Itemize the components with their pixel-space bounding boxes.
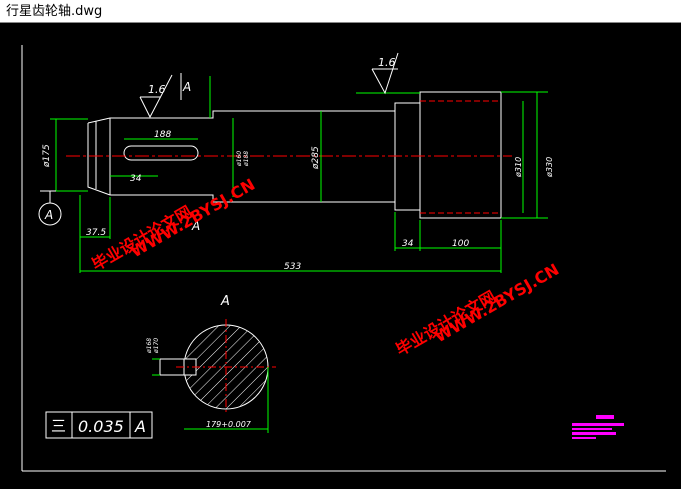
dim-tol-2: ø188 (243, 151, 250, 167)
dim-100: 100 (452, 239, 469, 249)
watermark-2-line2: WWW.2BYSJ.CN (431, 260, 562, 347)
dim-key-offset: 34 (130, 174, 142, 184)
dim-tol-1: ø160 (236, 151, 243, 167)
title-block (572, 415, 624, 439)
tolerance-datum: A (134, 417, 146, 436)
window-titlebar: 行星齿轮轴.dwg (0, 0, 681, 22)
dim-37-5: 37.5 (86, 228, 106, 238)
watermark-2: 毕业设计论文网 WWW.2BYSJ.CN (393, 260, 563, 360)
roughness-right (371, 52, 399, 95)
dim-d330: ø330 (545, 157, 554, 178)
view-label-a: A (191, 219, 200, 233)
cad-drawing: 1.6 A 1.6 188 34 ø175 ø285 ø160 ø188 ø31… (21, 45, 666, 472)
tolerance-value: 0.035 (78, 417, 124, 436)
dim-key-length: 188 (154, 130, 171, 140)
dimension-lines (50, 76, 548, 273)
dim-34: 34 (402, 239, 414, 249)
dim-diameter-175: ø175 (42, 144, 52, 168)
datum-circle-label: A (44, 208, 53, 222)
datum-top-label: A (182, 80, 191, 94)
drawing-canvas[interactable]: 1.6 A 1.6 188 34 ø175 ø285 ø160 ø188 ø31… (0, 22, 681, 484)
dim-main-diameter: ø285 (311, 146, 321, 170)
key-width-tol: 179+0.007 (206, 420, 252, 429)
tolerance-frame (45, 411, 153, 439)
frame-lines (21, 45, 666, 472)
roughness-left (139, 73, 182, 119)
roughness-right-value: 1.6 (378, 56, 396, 69)
section-dim-2: ø170 (153, 338, 160, 354)
window-title: 行星齿轮轴.dwg (6, 4, 103, 19)
roughness-left-value: 1.6 (148, 83, 166, 96)
section-label: A (220, 294, 230, 309)
section-dim-1: ø168 (146, 338, 153, 354)
watermark-1: 毕业设计论文网 WWW.2BYSJ.CN (89, 175, 259, 275)
datum-marker (38, 190, 62, 226)
watermark-1-line2: WWW.2BYSJ.CN (127, 175, 258, 262)
tolerance-symbol: 三 (51, 417, 66, 435)
shaft-outline (87, 91, 502, 219)
dim-533: 533 (284, 262, 301, 272)
section-view (152, 319, 276, 433)
dim-d310: ø310 (514, 157, 523, 178)
